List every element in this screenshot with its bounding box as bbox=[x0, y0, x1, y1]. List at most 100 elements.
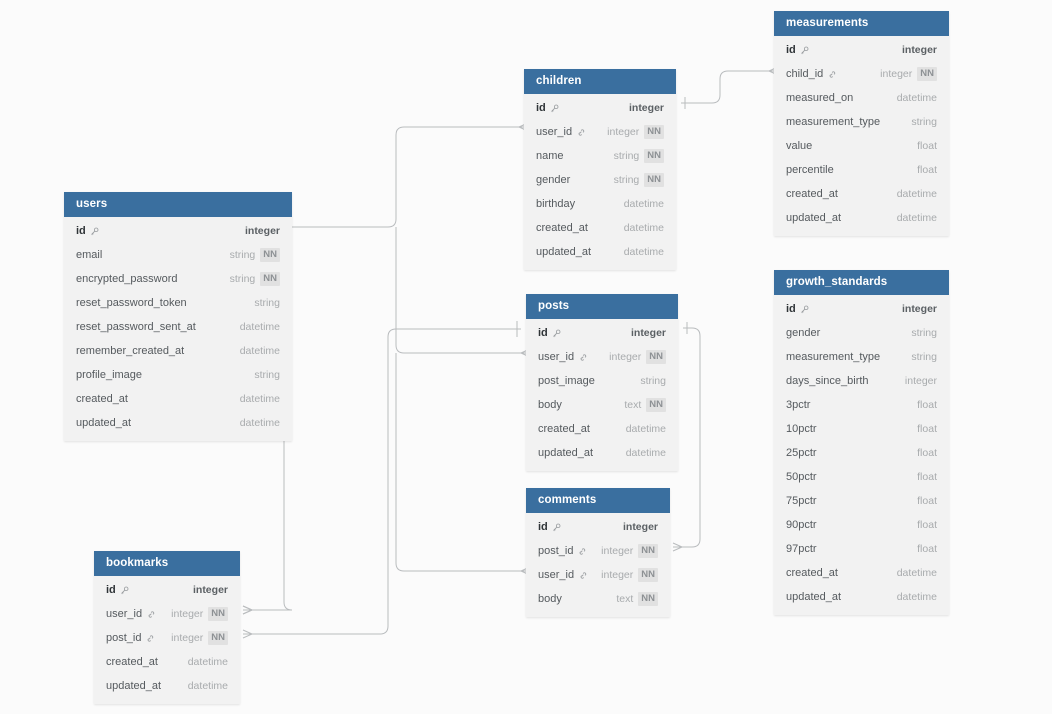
column-type-label: text bbox=[616, 593, 634, 605]
column-type-label: integer bbox=[901, 44, 937, 56]
column-type-label: integer bbox=[607, 126, 640, 138]
column-name-cell: id bbox=[76, 225, 99, 237]
column-name-cell: 25pctr bbox=[786, 447, 817, 459]
not-null-badge: NN bbox=[638, 568, 658, 582]
column-type-label: string bbox=[229, 273, 256, 285]
column-name-cell: created_at bbox=[106, 656, 158, 668]
table-header-users[interactable]: users bbox=[64, 192, 292, 217]
column-type-label: integer bbox=[192, 584, 228, 596]
column-name-label: measured_on bbox=[786, 92, 854, 104]
not-null-badge: NN bbox=[260, 272, 280, 286]
column-name-cell: id bbox=[786, 303, 809, 315]
column-name-label: email bbox=[76, 249, 103, 261]
table-header-growth_standards[interactable]: growth_standards bbox=[774, 270, 949, 295]
column-name-label: updated_at bbox=[786, 212, 842, 224]
column-name-cell: value bbox=[786, 140, 812, 152]
not-null-badge: NN bbox=[638, 592, 658, 606]
column-type-label: integer bbox=[904, 375, 937, 387]
column-row[interactable]: created_at datetime bbox=[94, 650, 240, 674]
table-header-posts[interactable]: posts bbox=[526, 294, 678, 319]
column-name-label: post_id bbox=[106, 632, 142, 644]
table-header-comments[interactable]: comments bbox=[526, 488, 670, 513]
column-name-cell: created_at bbox=[76, 393, 128, 405]
column-name-cell: birthday bbox=[536, 198, 575, 210]
column-type-label: datetime bbox=[625, 447, 666, 459]
column-type-label: datetime bbox=[187, 656, 228, 668]
column-name-label: remember_created_at bbox=[76, 345, 185, 357]
column-type-label: integer bbox=[601, 545, 634, 557]
column-row[interactable]: id integer bbox=[94, 578, 240, 602]
column-name-label: created_at bbox=[76, 393, 128, 405]
not-null-badge: NN bbox=[917, 67, 937, 81]
column-row[interactable]: updated_at datetime bbox=[526, 441, 678, 465]
column-name-label: percentile bbox=[786, 164, 834, 176]
table-header-children[interactable]: children bbox=[524, 69, 676, 94]
table-header-bookmarks[interactable]: bookmarks bbox=[94, 551, 240, 576]
column-name-label: updated_at bbox=[536, 246, 592, 258]
column-name-label: id bbox=[106, 584, 116, 596]
column-name-label: updated_at bbox=[538, 447, 594, 459]
table-header-measurements[interactable]: measurements bbox=[774, 11, 949, 36]
